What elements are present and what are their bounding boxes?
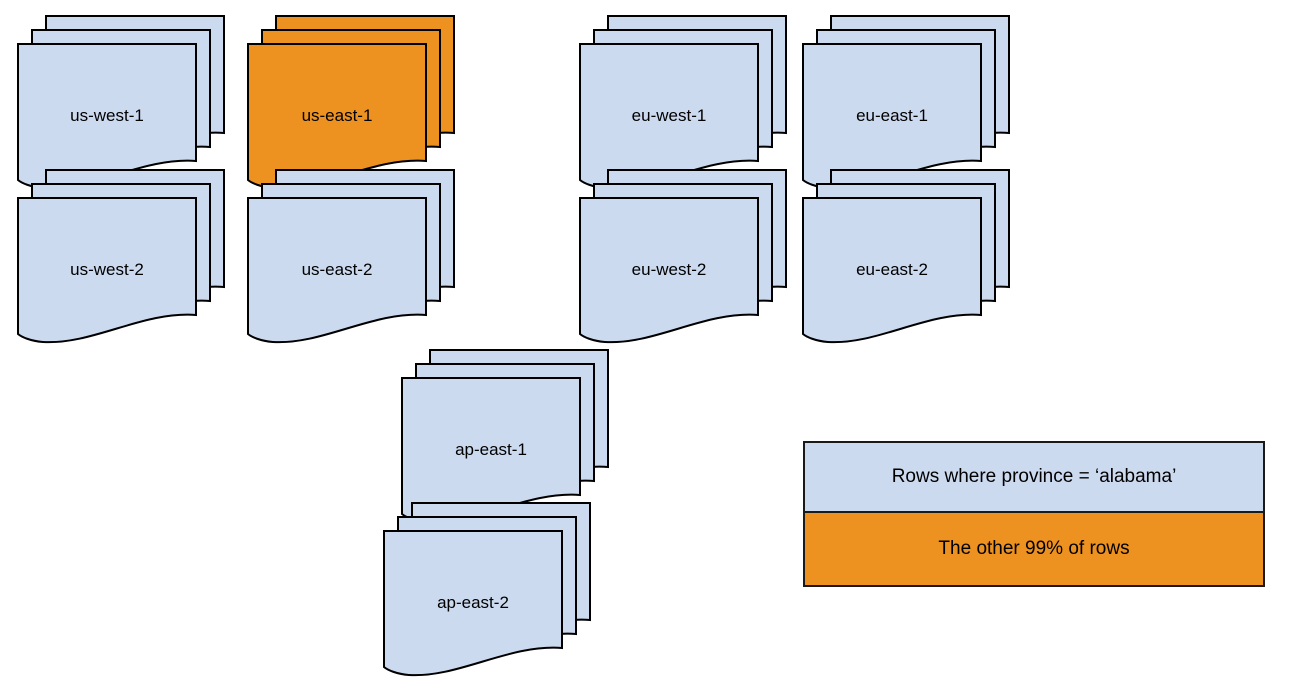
document-sheet: [383, 530, 563, 677]
legend-label-blue: Rows where province = ‘alabama’: [891, 466, 1177, 487]
document-sheet: [247, 197, 427, 344]
document-sheet: [17, 197, 197, 344]
document-sheet: [802, 197, 982, 344]
region-stack-eu-west-2[interactable]: eu-west-2: [579, 169, 787, 349]
region-stack-shape-ap-east-1: [401, 349, 609, 524]
document-sheet: [579, 43, 759, 190]
region-stack-ap-east-1[interactable]: ap-east-1: [401, 349, 609, 529]
region-stack-shape-us-west-2: [17, 169, 225, 344]
region-stack-shape-eu-west-1: [579, 15, 787, 190]
legend-box: Rows where province = ‘alabama’ The othe…: [803, 441, 1265, 587]
region-stack-ap-east-2[interactable]: ap-east-2: [383, 502, 591, 682]
document-sheet: [802, 43, 982, 190]
region-stack-us-west-2[interactable]: us-west-2: [17, 169, 225, 349]
region-stack-us-east-1[interactable]: us-east-1: [247, 15, 455, 195]
region-stack-shape-us-east-2: [247, 169, 455, 344]
region-stack-shape-eu-east-2: [802, 169, 1010, 344]
document-sheet: [247, 43, 427, 190]
region-stack-eu-west-1[interactable]: eu-west-1: [579, 15, 787, 195]
document-sheet: [401, 377, 581, 524]
region-stack-eu-east-2[interactable]: eu-east-2: [802, 169, 1010, 349]
region-stack-shape-ap-east-2: [383, 502, 591, 677]
legend-entry-orange: The other 99% of rows: [805, 513, 1263, 585]
document-sheet: [579, 197, 759, 344]
legend-entry-blue: Rows where province = ‘alabama’: [805, 443, 1263, 513]
region-stack-shape-us-east-1: [247, 15, 455, 190]
region-stack-shape-us-west-1: [17, 15, 225, 190]
region-stack-shape-eu-west-2: [579, 169, 787, 344]
document-sheet: [17, 43, 197, 190]
region-stack-us-west-1[interactable]: us-west-1: [17, 15, 225, 195]
region-stack-us-east-2[interactable]: us-east-2: [247, 169, 455, 349]
region-stack-shape-eu-east-1: [802, 15, 1010, 190]
legend-label-orange: The other 99% of rows: [938, 538, 1130, 559]
region-stack-eu-east-1[interactable]: eu-east-1: [802, 15, 1010, 195]
